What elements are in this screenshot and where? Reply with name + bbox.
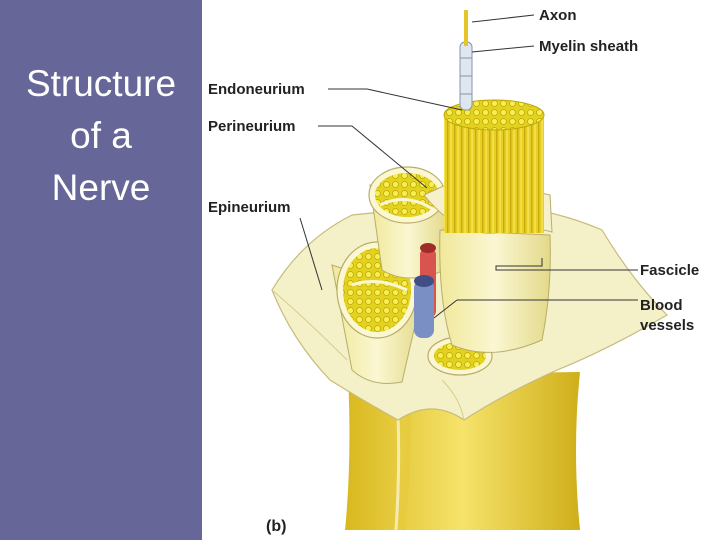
panel-label: (b) [266, 518, 286, 535]
title-line-2: of a [70, 115, 132, 156]
label-blood: Blood [640, 297, 683, 314]
blood-vessels [414, 243, 436, 338]
slide-title: Structure of a Nerve [0, 58, 202, 214]
leader-lines [299, 14, 638, 319]
fascicle-upper [368, 166, 448, 279]
nerve-illustration: Axon Myelin sheath Endoneurium Perineuri… [208, 7, 699, 535]
vein [414, 280, 434, 338]
title-panel: Structure of a Nerve [0, 0, 202, 540]
label-vessels: vessels [640, 317, 694, 334]
fascicle-right [423, 99, 553, 353]
label-axon: Axon [539, 7, 577, 24]
label-epineurium: Epineurium [208, 199, 291, 216]
axon-fiber [459, 10, 473, 111]
title-line-3: Nerve [51, 167, 151, 208]
label-myelin-sheath: Myelin sheath [539, 38, 638, 55]
label-fascicle: Fascicle [640, 262, 699, 279]
axon-bundle [444, 115, 544, 233]
nerve-diagram: Axon Myelin sheath Endoneurium Perineuri… [202, 0, 720, 540]
label-endoneurium: Endoneurium [208, 81, 305, 98]
title-line-1: Structure [25, 63, 177, 104]
label-perineurium: Perineurium [208, 118, 296, 135]
